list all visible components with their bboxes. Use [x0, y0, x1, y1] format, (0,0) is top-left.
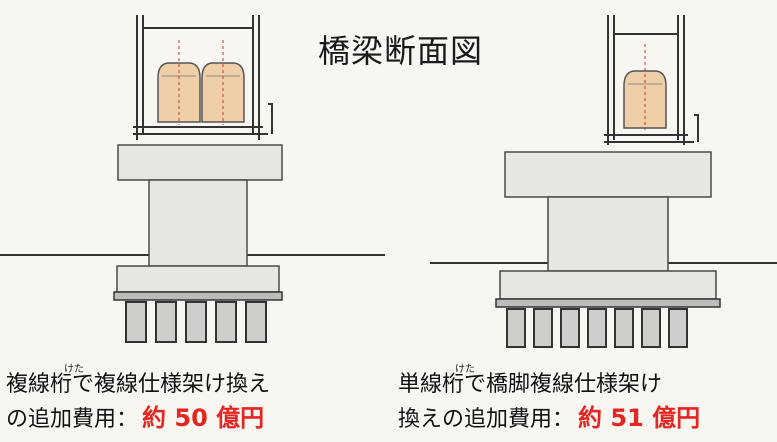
left-structure	[113, 15, 283, 343]
right-cost: 約 51 億円	[578, 404, 701, 432]
left-footing-base	[113, 291, 283, 301]
right-structure	[495, 15, 721, 348]
left-girder-frame	[133, 15, 273, 140]
right-caption-line2: 換えの追加費用：	[398, 407, 575, 432]
right-girder-frame	[604, 15, 699, 145]
left-train-car-2	[201, 62, 245, 123]
left-train-car-1	[157, 62, 201, 123]
diagram-title: 橋梁断面図	[318, 32, 484, 70]
right-ruby-keta: けた	[455, 364, 475, 375]
left-pier-column	[148, 179, 248, 267]
left-footing	[116, 265, 280, 293]
right-piles	[506, 308, 688, 348]
left-caption: 複線桁で複線仕様架け換え の追加費用： 約 50 億円	[6, 374, 270, 431]
right-footing-base	[495, 298, 721, 308]
right-pier-cap	[504, 151, 712, 198]
right-caption: 単線桁で橋脚複線仕様架け 換えの追加費用： 約 51 億円	[398, 374, 700, 431]
right-footing	[499, 270, 717, 300]
right-pier-column	[547, 196, 669, 272]
left-pier-cap	[117, 144, 283, 181]
left-piles	[125, 301, 267, 343]
right-caption-line1: 単線桁で橋脚複線仕様架け	[398, 372, 663, 397]
left-caption-line1: 複線桁で複線仕様架け換え	[6, 372, 271, 397]
left-ruby-keta: けた	[64, 364, 84, 375]
left-caption-line2: の追加費用：	[6, 407, 139, 432]
left-cost: 約 50 億円	[142, 404, 265, 432]
